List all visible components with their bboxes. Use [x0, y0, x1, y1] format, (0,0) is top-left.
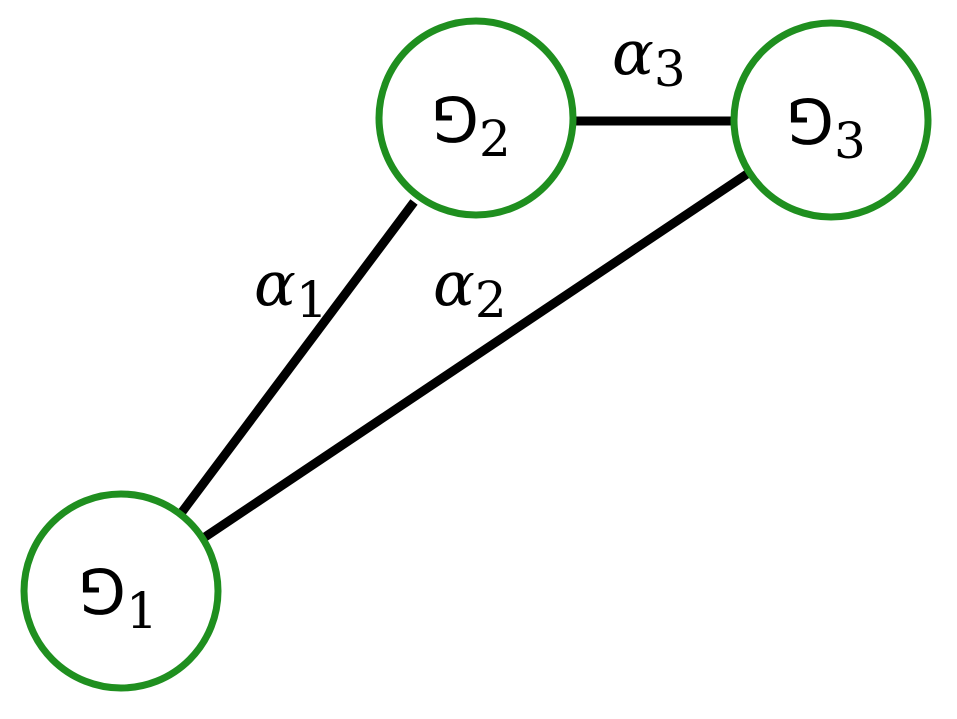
- node-2-circle: [375, 17, 577, 219]
- edge-2-subscript: 2: [475, 271, 507, 329]
- edge-3-symbol: α: [612, 16, 654, 89]
- node-3-circle: [730, 19, 932, 221]
- node-1: ⅁1: [20, 490, 222, 692]
- node-1-circle: [20, 490, 222, 692]
- node-2-label: ⅁2: [431, 84, 511, 168]
- node-1-subscript: 1: [126, 582, 158, 640]
- edge-2-symbol: α: [433, 247, 475, 320]
- edge-3-subscript: 3: [654, 40, 686, 98]
- node-1-symbol: ⅁: [78, 556, 126, 629]
- node-1-label: ⅁1: [78, 556, 158, 640]
- edge-1-subscript: 1: [296, 271, 328, 329]
- node-2-symbol: ⅁: [431, 84, 479, 157]
- edge-alpha1-line: [178, 199, 418, 515]
- edge-2-label: α2: [433, 247, 507, 329]
- edge-3-label: α3: [612, 16, 686, 98]
- edge-1-symbol: α: [254, 247, 296, 320]
- node-3-subscript: 3: [834, 112, 866, 170]
- node-3: ⅁3: [730, 19, 932, 221]
- edge-1-label: α1: [254, 247, 328, 329]
- edge-alpha2-line: [202, 168, 753, 541]
- node-2-subscript: 2: [479, 110, 511, 168]
- node-2: ⅁2: [375, 17, 577, 219]
- node-3-label: ⅁3: [786, 86, 866, 170]
- node-3-symbol: ⅁: [786, 86, 834, 159]
